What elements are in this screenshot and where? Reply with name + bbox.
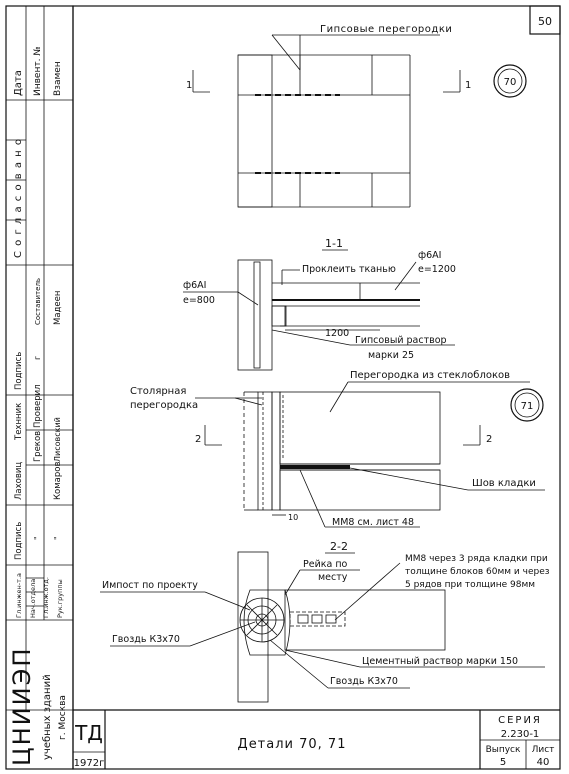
sheet-title: Детали 70, 71 xyxy=(238,737,347,752)
section-1-1: 1-1 Проклеить тканью ф6АI е=1200 ф6АI е=… xyxy=(183,237,456,371)
stamp-quote-2: " xyxy=(53,536,62,540)
label-glass: Перегородка из стеклоблоков xyxy=(350,370,510,381)
label-joinery-2: перегородка xyxy=(130,400,198,411)
mm8-note-3: 5 рядов при толщине 98мм xyxy=(405,580,535,590)
side-stamp-frame xyxy=(5,5,74,770)
org-name: ЦНИИЭП xyxy=(8,647,36,766)
year: 1972г xyxy=(74,758,105,769)
label-impost: Импост по проекту xyxy=(102,580,198,591)
stamp-role-2: Проверил xyxy=(33,384,43,428)
detail-71-plan: Столярная перегородка Перегородка из сте… xyxy=(130,370,545,528)
label-cement: Цементный раствор марки 150 xyxy=(362,656,518,667)
section-2-2-title: 2-2 xyxy=(330,540,348,553)
series-label: СЕРИЯ xyxy=(498,715,542,726)
label-gypsum: Гипсовые перегородки xyxy=(320,24,452,35)
stamp-quote-1: " xyxy=(33,536,42,540)
stamp-chief-3: Гл.инж.отд. xyxy=(42,577,50,618)
org-subtitle: учебных зданий xyxy=(42,674,53,760)
mm8-note-1: ММ8 через 3 ряда кладки при xyxy=(405,554,548,564)
stamp-chief-4: Рук.группы xyxy=(56,579,64,618)
stamp-sign-header: Подпись xyxy=(14,352,24,390)
series-value: 2.230-1 xyxy=(501,729,540,740)
label-seam: Шов кладки xyxy=(472,478,536,489)
td-mark: ТД xyxy=(74,721,103,745)
side-stamp: Дата Инвент. № Взамен С о г л а с о в а … xyxy=(6,6,73,766)
stamp-sign-header-2: Подпись xyxy=(14,522,24,560)
page-number-box: 50 xyxy=(529,5,561,35)
stamp-chief-1: Гл.инжен-т.а xyxy=(15,573,23,618)
rebar-right-spacing: е=1200 xyxy=(418,264,456,275)
section-1-1-title: 1-1 xyxy=(325,237,343,250)
label-mortar-grade: марки 25 xyxy=(368,350,414,361)
dim-1200: 1200 xyxy=(325,328,349,339)
label-glue: Проклеить тканью xyxy=(302,264,396,275)
detail-71-marker: 71 xyxy=(521,401,534,412)
stamp-approved: С о г л а с о в а н о xyxy=(13,138,24,258)
sheet-label: Лист xyxy=(532,745,555,755)
stamp-inventory: Инвент. № xyxy=(33,46,43,96)
section-mark-2-right: 2 xyxy=(486,434,492,445)
label-mortar: Гипсовый раствор xyxy=(355,335,447,346)
dim-10: 10 xyxy=(288,513,298,522)
stamp-name-4: Лисовский xyxy=(53,417,62,462)
org-city: г. Москва xyxy=(58,695,68,740)
issue-value: 5 xyxy=(500,757,506,768)
section-mark-1-right: 1 xyxy=(465,80,471,91)
rebar-right: ф6АI xyxy=(418,250,441,261)
stamp-mark: г xyxy=(33,356,42,360)
rebar-left-spacing: е=800 xyxy=(183,295,215,306)
rebar-left: ф6АI xyxy=(183,280,206,291)
section-mark-2-left: 2 xyxy=(195,434,201,445)
stamp-name-1: Лаховиц xyxy=(14,462,24,500)
section-2-2: 2-2 ММ8 через 3 ряда кладки при толщине … xyxy=(100,540,550,703)
page-number: 50 xyxy=(538,15,552,28)
issue-label: Выпуск xyxy=(486,745,521,755)
stamp-name-3: Комаров xyxy=(53,462,63,500)
title-block: ТД 1972г Детали 70, 71 СЕРИЯ 2.230-1 Вып… xyxy=(73,709,560,769)
stamp-author-header: Составитель xyxy=(34,278,42,325)
label-mm8: ММ8 см. лист 48 xyxy=(332,517,414,528)
stamp-date: Дата xyxy=(13,70,24,96)
detail-70-plan: Гипсовые перегородки 1 1 70 xyxy=(186,24,527,208)
stamp-replaces: Взамен xyxy=(53,61,63,96)
stamp-name-2: Греков xyxy=(33,431,43,462)
label-nail-1: Гвоздь К3х70 xyxy=(112,634,180,645)
label-nail-2: Гвоздь К3х70 xyxy=(330,676,398,687)
sheet-value: 40 xyxy=(537,757,550,768)
label-slat-1: Рейка по xyxy=(303,559,348,570)
stamp-role-1: Технник xyxy=(14,403,24,441)
section-mark-1-left: 1 xyxy=(186,80,192,91)
stamp-chief-2: Нач.отдела xyxy=(29,579,37,618)
label-slat-2: месту xyxy=(318,572,348,583)
detail-70-marker: 70 xyxy=(504,77,517,88)
stamp-author-name: Мадеен xyxy=(53,291,63,325)
mm8-note-2: толщине блоков 60мм и через xyxy=(405,567,550,577)
label-joinery-1: Столярная xyxy=(130,386,186,397)
